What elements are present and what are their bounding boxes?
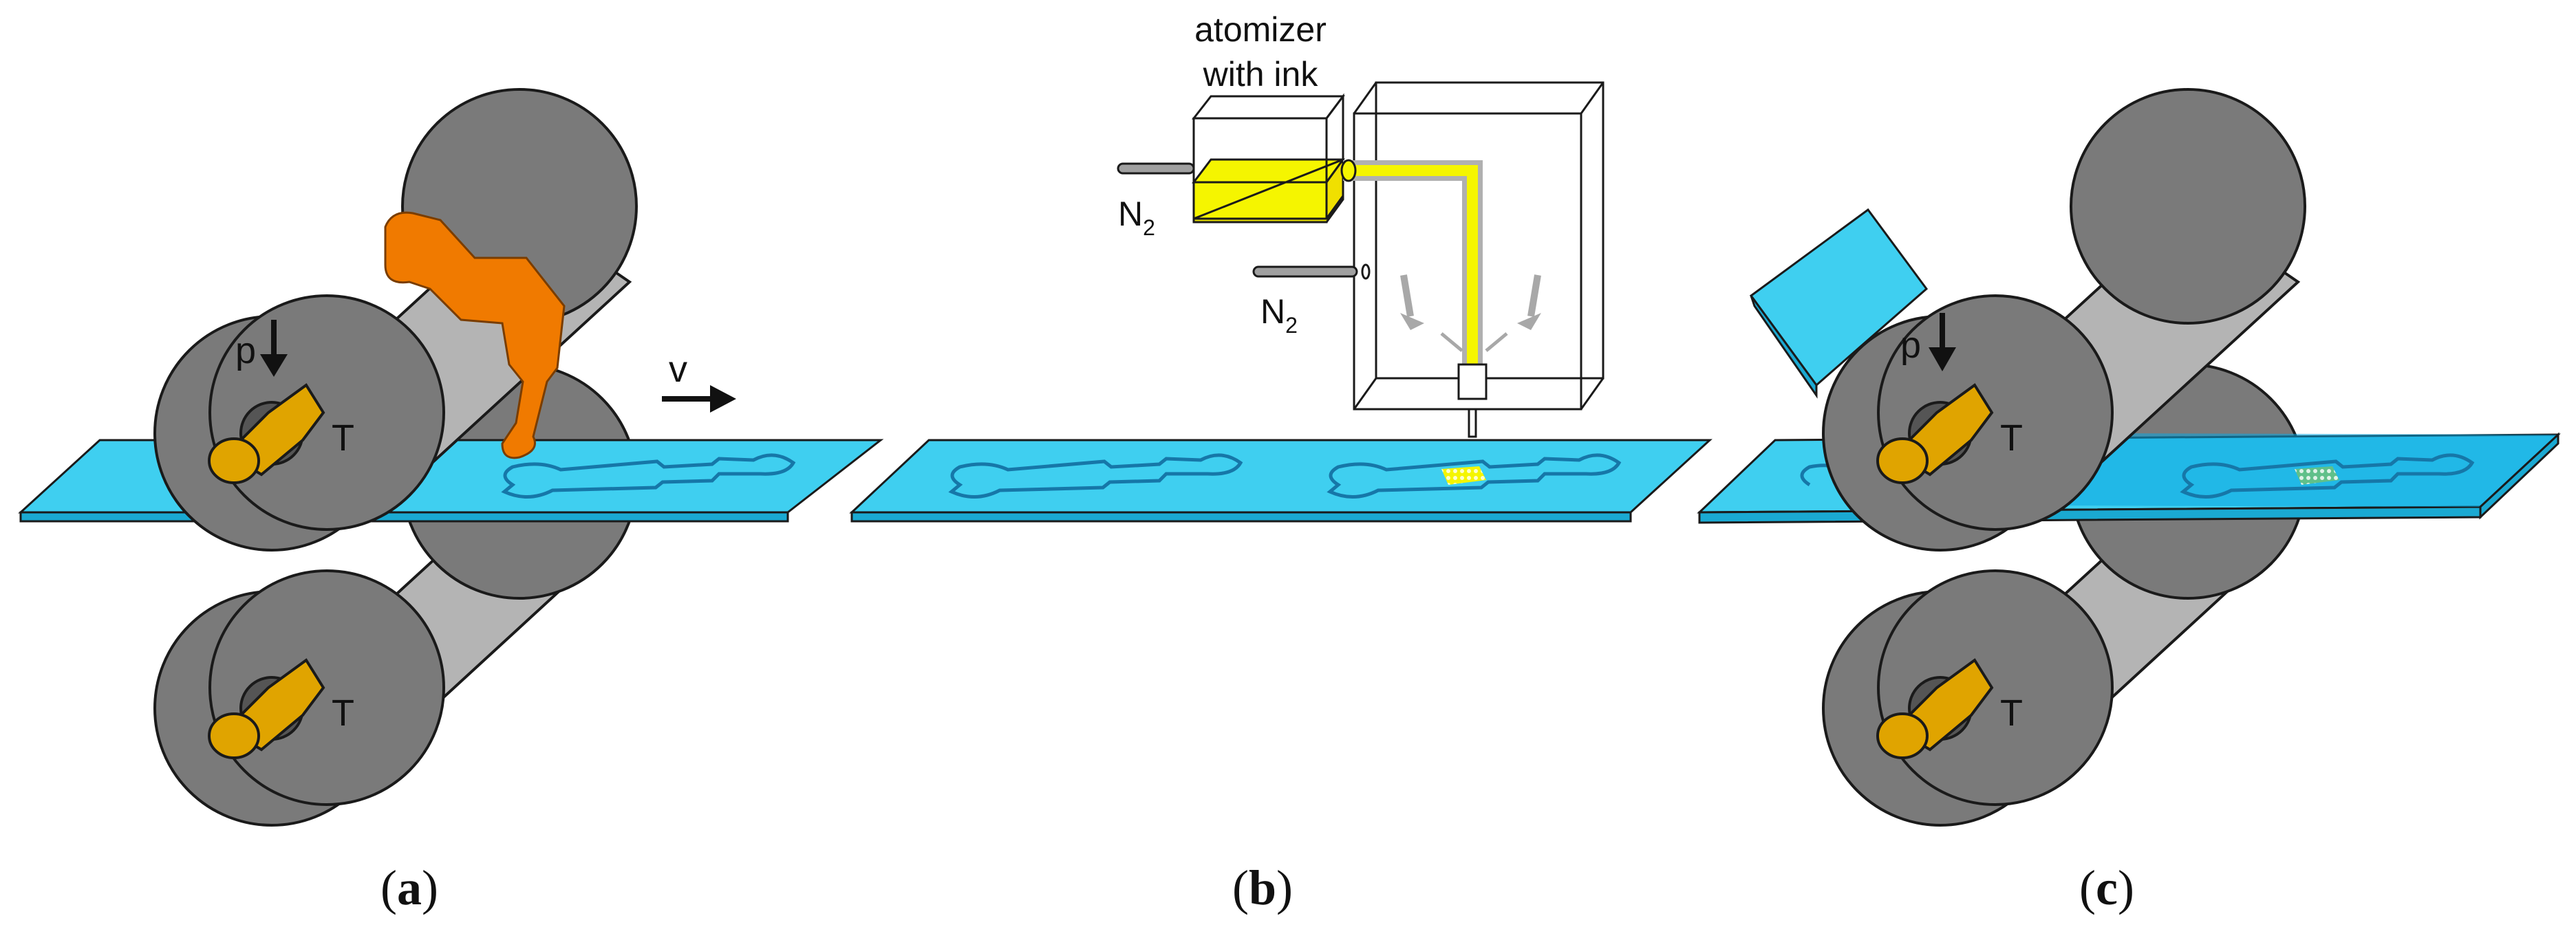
panel-c: p T T (c) (1697, 88, 2561, 915)
atomizer-label-line2: with ink (1203, 55, 1319, 94)
foil-strip-b (849, 439, 1713, 523)
foil-strip-a (18, 439, 884, 523)
atomizer-label-line1: atomizer (1194, 10, 1327, 49)
orange-pattern (384, 211, 566, 459)
velocity-arrow (662, 385, 736, 413)
temperature-label-c-top: T (2000, 417, 2023, 459)
atomizer-box (1191, 93, 1345, 223)
temperature-label-c-bottom: T (2000, 692, 2023, 734)
gas-inlet-1 (1117, 162, 1195, 175)
panel-a: p T T v (a) (18, 88, 884, 915)
temperature-label-a-bottom: T (332, 692, 354, 734)
caption-c: (c) (2079, 860, 2134, 915)
top-roller-c (1822, 88, 2306, 552)
temperature-label-a-top: T (332, 417, 354, 459)
pressure-arrow-a (260, 320, 288, 377)
spray-chamber (1353, 81, 1604, 411)
nitrogen-label-1: N2 (1118, 195, 1155, 240)
bottom-roller-c (1822, 363, 2306, 827)
ink-pipe (1340, 159, 1483, 364)
panel-b: atomizer with ink N2 N2 (b) (849, 10, 1713, 915)
pressure-label-a: p (235, 330, 256, 371)
spray-nozzle (1457, 363, 1488, 438)
pressure-arrow-c (1929, 313, 1956, 371)
gas-flow-arrows (1400, 274, 1541, 352)
pressure-label-c: p (1900, 325, 1921, 366)
caption-a: (a) (380, 860, 438, 915)
gas-inlet-2 (1252, 263, 1371, 280)
caption-b: (b) (1232, 860, 1293, 915)
velocity-label: v (669, 349, 687, 390)
nitrogen-label-2: N2 (1260, 292, 1298, 338)
